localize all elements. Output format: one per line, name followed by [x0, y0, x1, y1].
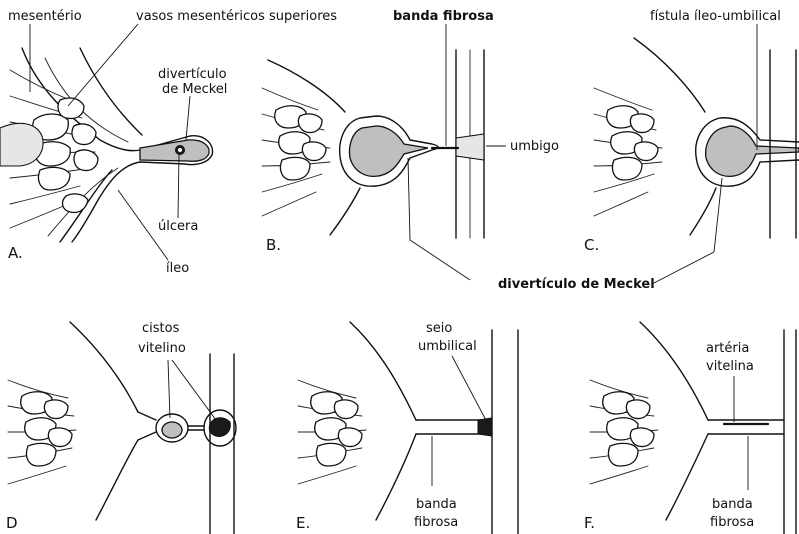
panel-label-a: A.	[8, 244, 23, 262]
label-diverticulo-a-line1: divertículo	[158, 67, 227, 82]
label-cistos: cistos	[142, 321, 180, 336]
panel-f-drawing	[590, 322, 796, 534]
panel-label-e: E.	[296, 514, 310, 532]
panel-b-drawing	[262, 24, 506, 280]
panel-e-drawing	[298, 322, 518, 534]
label-seio: seio	[426, 321, 452, 336]
label-fistula-ileo-umbilical: fístula íleo-umbilical	[650, 9, 781, 24]
panel-label-b: B.	[266, 236, 281, 254]
panel-label-c: C.	[584, 236, 599, 254]
panel-label-f: F.	[584, 514, 595, 532]
label-banda-fibrosa-b: banda fibrosa	[393, 9, 494, 24]
label-banda-e-line1: banda	[416, 497, 457, 512]
label-mesenterio: mesentério	[8, 9, 82, 24]
label-umbigo: umbigo	[510, 139, 559, 154]
panel-c-drawing	[594, 24, 799, 284]
label-umbilical: umbilical	[418, 339, 477, 354]
panel-d-drawing	[8, 322, 236, 534]
label-arteria: artéria	[706, 341, 749, 356]
label-diverticulo-a-line2: de Meckel	[162, 82, 227, 97]
label-vasos-mesentericos: vasos mesentéricos superiores	[136, 9, 337, 24]
label-ulcera: úlcera	[158, 219, 198, 234]
label-banda-f-line1: banda	[712, 497, 753, 512]
label-fibrosa-e-line2: fibrosa	[414, 515, 458, 530]
panel-label-d: D	[6, 514, 18, 532]
label-vitelino: vitelino	[138, 341, 186, 356]
label-fibrosa-f-line2: fibrosa	[710, 515, 754, 530]
label-diverticulo-de-meckel: divertículo de Meckel	[498, 277, 655, 292]
label-vitelina: vitelina	[706, 359, 754, 374]
label-ileo: íleo	[166, 261, 189, 276]
